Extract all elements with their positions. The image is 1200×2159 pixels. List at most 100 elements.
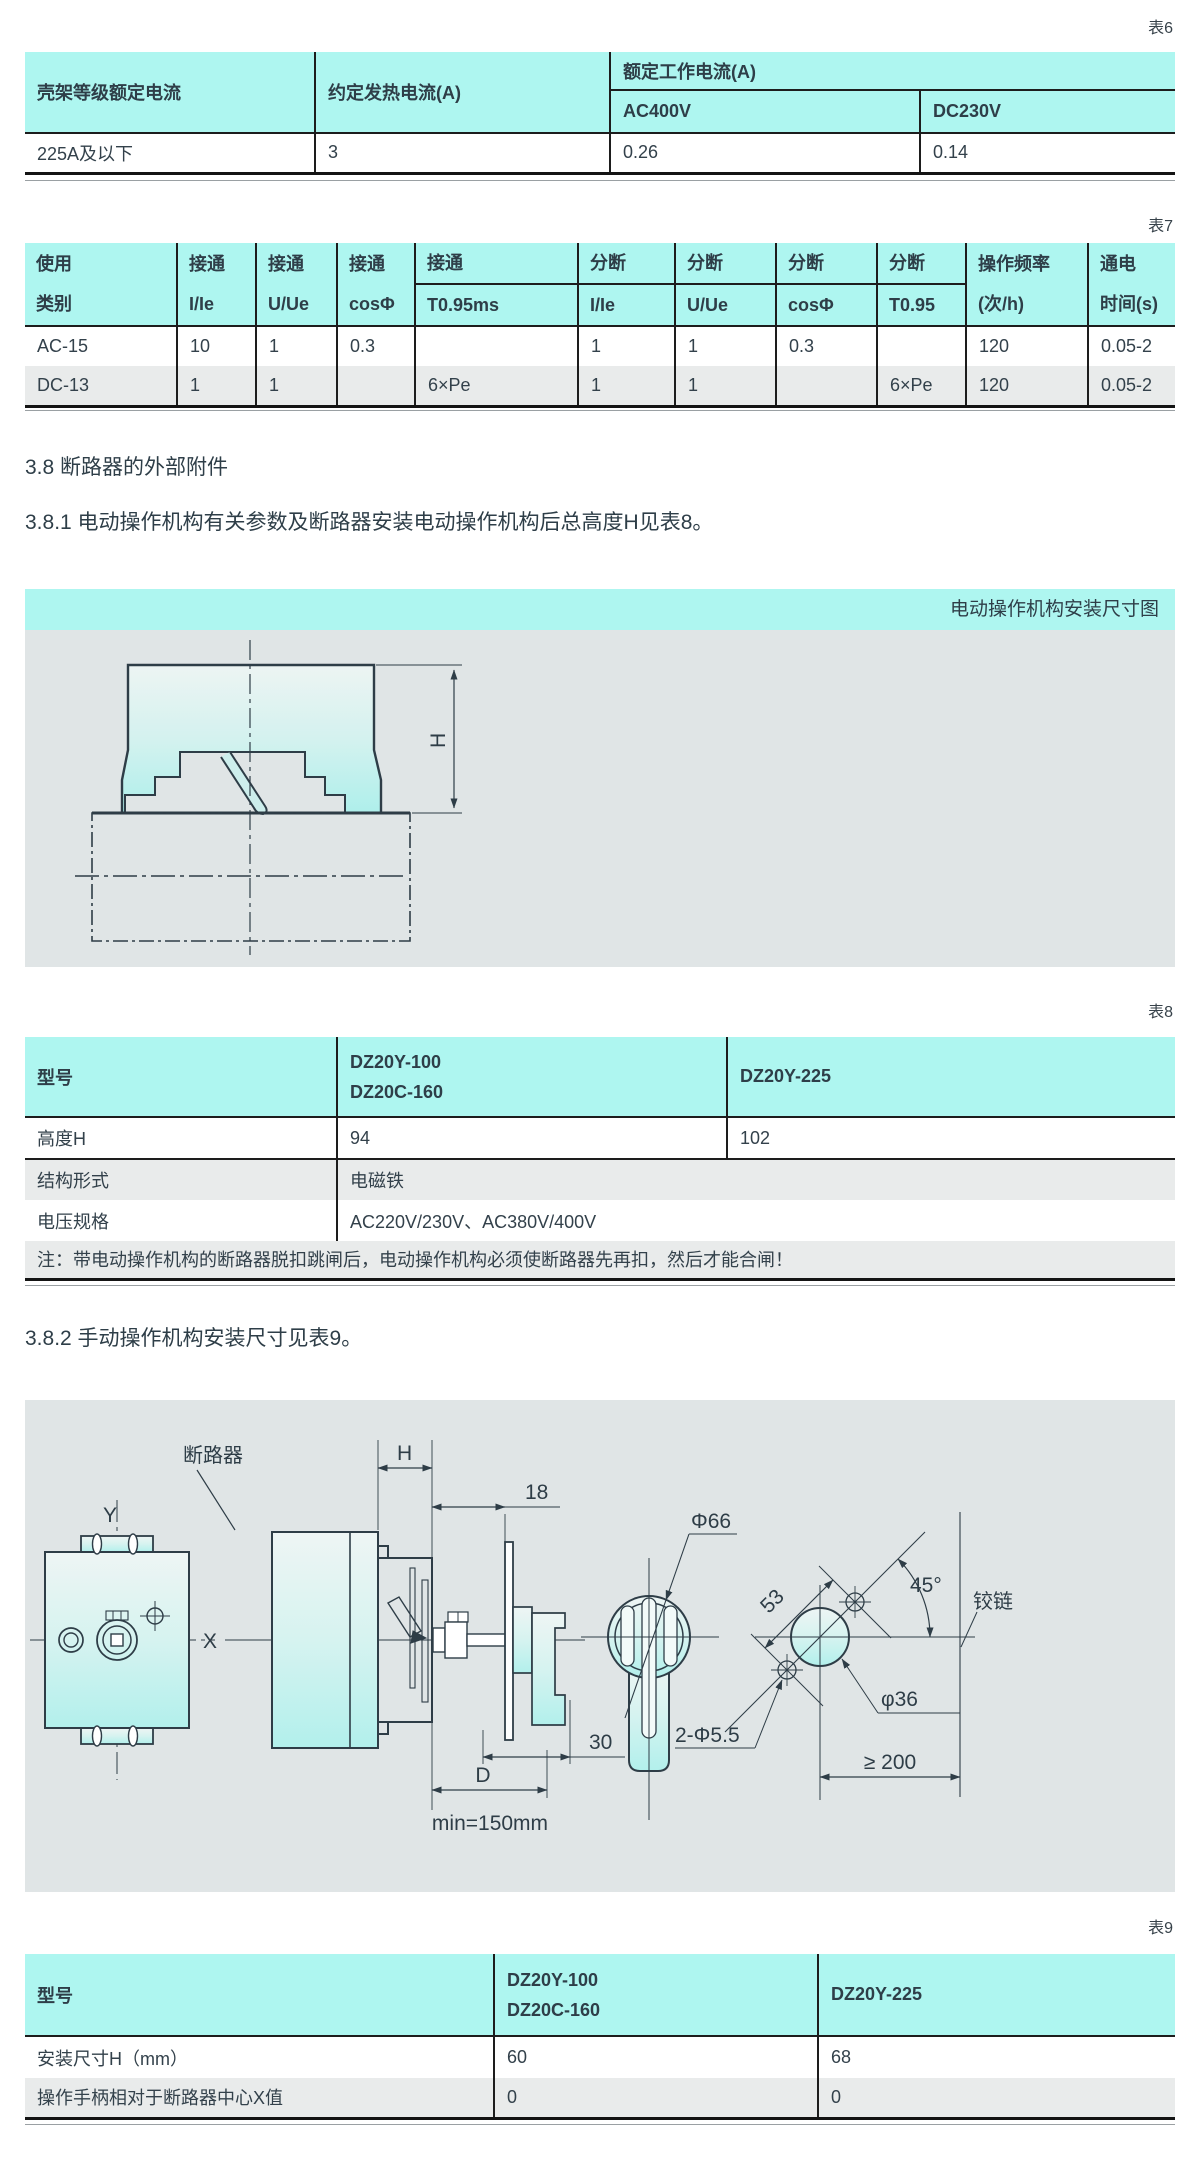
breaker-front-view [30,1500,215,1780]
t7-cell: DC-13 [37,374,90,395]
t7-cell: 120 [965,366,1088,406]
axis-x-label: X [203,1630,217,1653]
handle-front-view [581,1533,737,1820]
t6-header-dc: DC230V [919,90,1175,134]
dim-45deg-label: 45° [910,1574,942,1597]
t8-cell: 电磁铁 [336,1159,1175,1200]
t7-cell [775,366,877,406]
t6-header-workgroup: 额定工作电流(A) [609,52,1175,91]
t9-cell: 60 [493,2036,818,2078]
section-3-8-2-heading: 3.8.2 手动操作机构安装尺寸见表9。 [25,1327,363,1350]
t7-cell: 6×Pe [876,366,966,406]
t7-cell: 1 [176,366,256,406]
t9-cell: 操作手柄相对于断路器中心X值 [37,2088,284,2109]
t8-header-m2: DZ20Y-225 [726,1037,1175,1118]
manual-operator-drawing: 断路器 Y X [30,1440,1013,1835]
manual-operator-panel: 断路器 Y X [25,1400,1175,1892]
t7-cell: 6×Pe [414,366,578,406]
t6-cell: 3 [314,133,610,173]
t9-cell: 68 [817,2036,1175,2078]
t6-cell: 0.14 [919,133,1175,173]
t6-header-ac: AC400V [609,90,920,134]
t7-cell: 1 [674,326,776,366]
axis-y-label: Y [103,1504,117,1527]
dim-53-label: 53 [756,1585,789,1618]
t6-header-frame: 壳架等级额定电流 [25,52,315,134]
t6-cell: 225A及以下 [37,143,134,164]
t7-cell: 1 [674,366,776,406]
section-3-8-1-heading: 3.8.1 电动操作机构有关参数及断路器安装电动操作机构后总高度H见表8。 [25,511,714,534]
t7-cell: 0.05-2 [1087,366,1175,406]
t7-cell: AC-15 [37,336,89,356]
t8-cell: 结构形式 [37,1171,109,1191]
t7-cell: 0.05-2 [1087,326,1175,366]
dim-min150-label: min=150mm [432,1812,548,1835]
t7-cell: 1 [255,326,337,366]
t7-header: 操作频率(次/h) [965,243,1088,327]
table9-underline [25,2124,1175,2125]
dim-phi66-label: Φ66 [691,1510,731,1533]
t6-cell: 0.26 [609,133,920,173]
t7-cell: 10 [176,326,256,366]
motor-housing [92,663,410,816]
t8-cell: 102 [726,1117,1175,1160]
t9-cell: 安装尺寸H（mm） [37,2048,188,2069]
t7-cell: 120 [965,326,1088,366]
table8-tag: 表8 [1148,1004,1173,1021]
table8-underline [25,1285,1175,1286]
t8-header-model: 型号 [25,1037,337,1118]
table7-underline [25,410,1175,411]
motor-operator-panel: 电动操作机构安装尺寸图 [25,589,1175,967]
drilling-template [675,1512,978,1800]
section-3-8-heading: 3.8 断路器的外部附件 [25,456,229,479]
t7-header: 使用类别 [25,243,177,327]
t7-cell: 0.3 [336,326,415,366]
dim-h-label: H [397,1442,412,1465]
t7-cell: 1 [577,326,675,366]
breaker-hidden-outline [75,640,411,955]
motor-operator-panel-title: 电动操作机构安装尺寸图 [25,589,1175,630]
breaker-side-view [225,1531,585,1749]
table6-tag: 表6 [1148,20,1173,37]
t9-header-m2: DZ20Y-225 [817,1954,1175,2037]
t8-note: 注：带电动操作机构的断路器脱扣跳闸后，电动操作机构必须使断路器先再扣，然后才能合… [37,1250,793,1271]
t8-cell: 电压规格 [37,1211,109,1232]
dim-d-label: D [475,1764,490,1787]
table7-tag: 表7 [1148,218,1173,235]
table9-tag: 表9 [1148,1920,1173,1937]
t8-cell: 94 [336,1117,727,1160]
t7-header: 通电时间(s) [1087,243,1175,327]
side-view-dimensions [377,1440,625,1810]
breaker-callout-leader [196,1469,236,1531]
t7-cell [414,326,578,366]
t8-cell: 高度H [25,1117,337,1160]
t8-cell: AC220V/230V、AC380V/400V [336,1200,1175,1241]
breaker-callout-label: 断路器 [183,1444,243,1467]
t9-cell: 0 [817,2078,1175,2118]
dim-30-label: 30 [589,1731,612,1754]
dim-h-label: H [427,733,450,748]
dim-phi36-label: φ36 [881,1688,918,1711]
hinge-label: 铰链 [973,1590,1013,1613]
t9-header-model: 型号 [25,1954,494,2037]
table-6: 壳架等级额定电流 约定发热电流(A) 额定工作电流(A) AC400V DC23… [25,52,1175,175]
t7-cell [876,326,966,366]
t7-cell [336,366,415,406]
motor-operator-drawing: H [75,640,462,955]
t7-cell: 0.3 [775,326,877,366]
t9-cell: 0 [493,2078,818,2118]
h-dimension [376,664,462,814]
